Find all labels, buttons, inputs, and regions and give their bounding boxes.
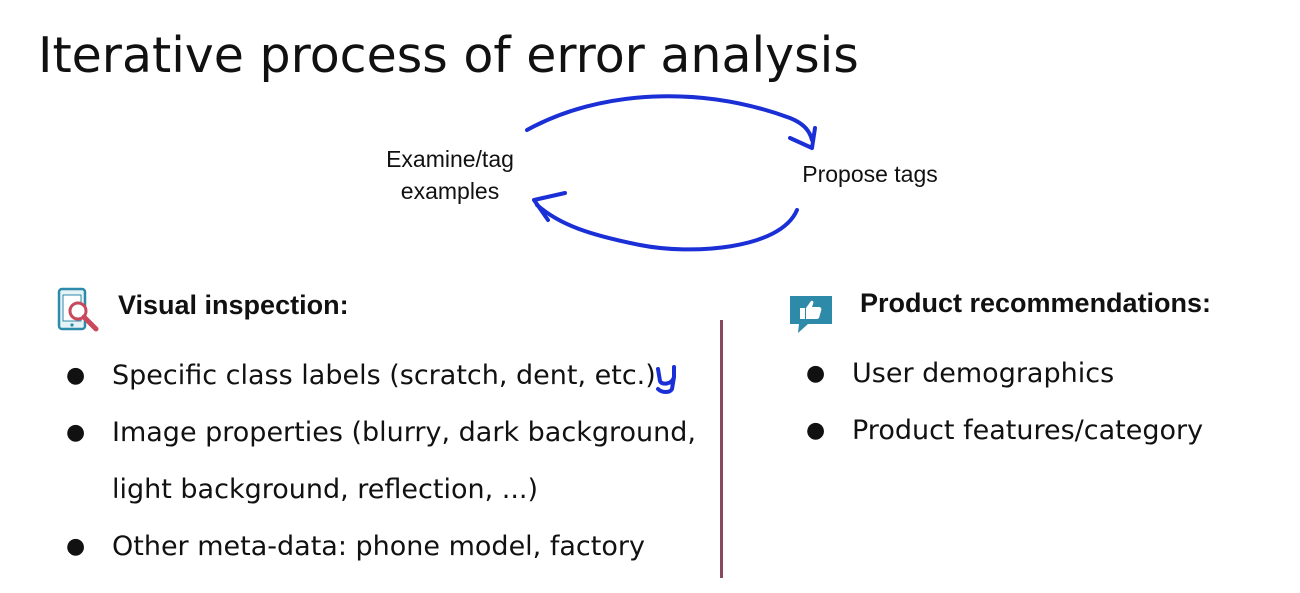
bullet-icon: ● [806,361,826,386]
list-item-text: User demographics [852,358,1115,389]
list-item-text: Image properties (blurry, dark backgroun… [112,417,696,448]
list-item-text: Other meta-data: phone model, factory [112,531,645,562]
list-item: ● Product features/category [806,402,1292,459]
phone-magnifier-icon [57,287,99,332]
bottom-arrow-head [532,191,567,222]
examine-label-line1: Examine/tag [386,146,514,172]
bullet-icon: ● [66,363,86,388]
list-item: ● Specific class labels (scratch, dent, … [66,347,712,404]
bottom-arrow-curve [535,203,799,252]
list-item: ● Image properties (blurry, dark backgro… [66,404,712,461]
page-title: Iterative process of error analysis [38,27,859,84]
product-recommendations-list: ● User demographics ● Product features/c… [806,345,1292,459]
list-item: ● Other meta-data: phone model, factory [66,518,712,575]
product-recommendations-heading: Product recommendations: [860,288,1212,318]
column-divider [720,320,723,578]
list-item-text: Specific class labels (scratch, dent, et… [112,360,656,391]
examine-label-line2: examples [400,178,500,204]
list-item: ● User demographics [806,345,1292,402]
bullet-icon: ● [66,534,86,559]
bullet-icon: ● [806,418,826,443]
visual-inspection-heading: Visual inspection: [118,290,349,320]
list-item-continuation: light background, reflection, ...) [112,461,712,518]
thumbs-up-chat-icon [790,296,832,333]
top-arrow-head [788,126,817,150]
list-item-text: Product features/category [852,415,1204,446]
propose-tags-label: Propose tags [802,161,938,187]
examine-tag-label: Examine/tag examples [340,143,560,207]
top-arrow-curve [525,94,814,142]
check-mark-handwritten-icon [656,365,676,394]
list-item-text: light background, reflection, ...) [112,474,539,505]
bullet-icon: ● [66,420,86,445]
visual-inspection-list: ● Specific class labels (scratch, dent, … [66,347,712,575]
